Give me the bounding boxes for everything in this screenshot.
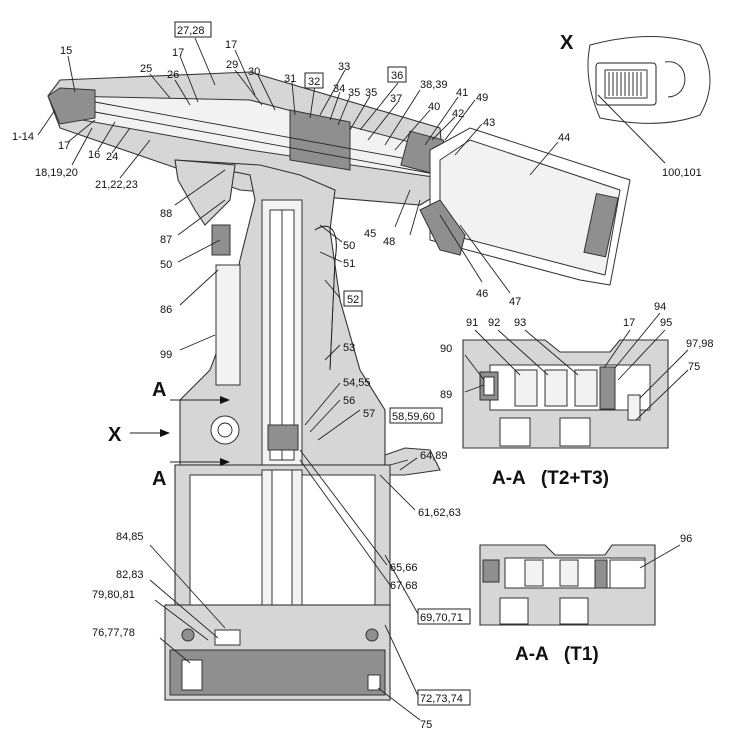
label-96: 96 (680, 533, 692, 545)
label-29: 29 (226, 59, 238, 71)
label-27-28: 27,28 (177, 25, 205, 37)
section-aa-t1 (479, 544, 656, 626)
label-100-101: 100,101 (662, 167, 702, 179)
label-67-68: 67,68 (390, 580, 418, 592)
label-46: 46 (476, 288, 488, 300)
label-45: 45 (364, 228, 376, 240)
label-93: 93 (514, 317, 526, 329)
label-50: 50 (160, 259, 172, 271)
leader-lines (37, 37, 689, 721)
label-38-39: 38,39 (420, 79, 448, 91)
label-64-89: 64,89 (420, 450, 448, 462)
label-52: 52 (347, 294, 359, 306)
label-91: 91 (466, 317, 478, 329)
label-54-55: 54,55 (343, 377, 371, 389)
label-34: 34 (333, 83, 345, 95)
label-36: 36 (391, 70, 403, 82)
label-97-98: 97,98 (686, 338, 714, 350)
label-53: 53 (343, 342, 355, 354)
section-aa-t2t3 (462, 339, 669, 449)
section-title-t2t3: A-A (T2+T3) (492, 468, 609, 489)
label-37: 37 (390, 93, 402, 105)
label-15: 15 (60, 45, 72, 57)
label-92: 92 (488, 317, 500, 329)
label-89: 89 (440, 389, 452, 401)
label-87: 87 (160, 234, 172, 246)
label-32: 32 (308, 76, 320, 88)
label-17c: 17 (225, 39, 237, 51)
label-25: 25 (140, 63, 152, 75)
label-16: 16 (88, 149, 100, 161)
label-84-85: 84,85 (116, 531, 144, 543)
label-99: 99 (160, 349, 172, 361)
label-17b: 17 (172, 47, 184, 59)
section-title-t1: A-A (T1) (515, 644, 599, 665)
label-31: 31 (284, 73, 296, 85)
collector-container (419, 127, 631, 286)
label-50b: 50 (343, 240, 355, 252)
label-75: 75 (420, 719, 432, 731)
label-51: 51 (343, 258, 355, 270)
label-94: 94 (654, 301, 666, 313)
label-30: 30 (248, 66, 260, 78)
label-24: 24 (106, 151, 118, 163)
label-1-14: 1-14 (12, 131, 34, 143)
label-33: 33 (338, 61, 350, 73)
label-95: 95 (660, 317, 672, 329)
label-18-20: 18,19,20 (35, 167, 78, 179)
label-47: 47 (509, 296, 521, 308)
label-41: 41 (456, 87, 468, 99)
detail-x-marker: X (560, 32, 574, 54)
view-titles: X X A A A-A (T2+T3) A-A (T1) (108, 32, 609, 665)
label-44: 44 (558, 132, 570, 144)
label-75b: 75 (688, 361, 700, 373)
label-21-23: 21,22,23 (95, 179, 138, 191)
label-65-66: 65,66 (390, 562, 418, 574)
label-57: 57 (363, 408, 375, 420)
label-82-83: 82,83 (116, 569, 144, 581)
label-35: 35 (348, 87, 360, 99)
label-49: 49 (476, 92, 488, 104)
part-labels: 1-14 15 17 16 24 18,19,20 21,22,23 25 26… (12, 25, 714, 731)
side-x-marker: X (108, 424, 122, 446)
section-markers (130, 396, 230, 466)
label-61-63: 61,62,63 (418, 507, 461, 519)
label-35b: 35 (365, 87, 377, 99)
label-40: 40 (428, 101, 440, 113)
label-56: 56 (343, 395, 355, 407)
boxed-label-frames (174, 21, 471, 706)
label-79-81: 79,80,81 (92, 589, 135, 601)
label-17d: 17 (623, 317, 635, 329)
label-86: 86 (160, 304, 172, 316)
detail-x-view (587, 36, 711, 124)
label-72-74: 72,73,74 (420, 693, 463, 705)
label-90: 90 (440, 343, 452, 355)
label-48: 48 (383, 236, 395, 248)
label-43: 43 (483, 117, 495, 129)
label-58-60: 58,59,60 (392, 411, 435, 423)
label-42: 42 (452, 108, 464, 120)
label-88: 88 (160, 208, 172, 220)
label-76-78: 76,77,78 (92, 627, 135, 639)
air-cylinder (164, 464, 391, 701)
label-69-71: 69,70,71 (420, 612, 463, 624)
section-a-top-marker: A (152, 379, 166, 401)
label-26: 26 (167, 69, 179, 81)
label-17: 17 (58, 140, 70, 152)
section-a-bottom-marker: A (152, 468, 166, 490)
